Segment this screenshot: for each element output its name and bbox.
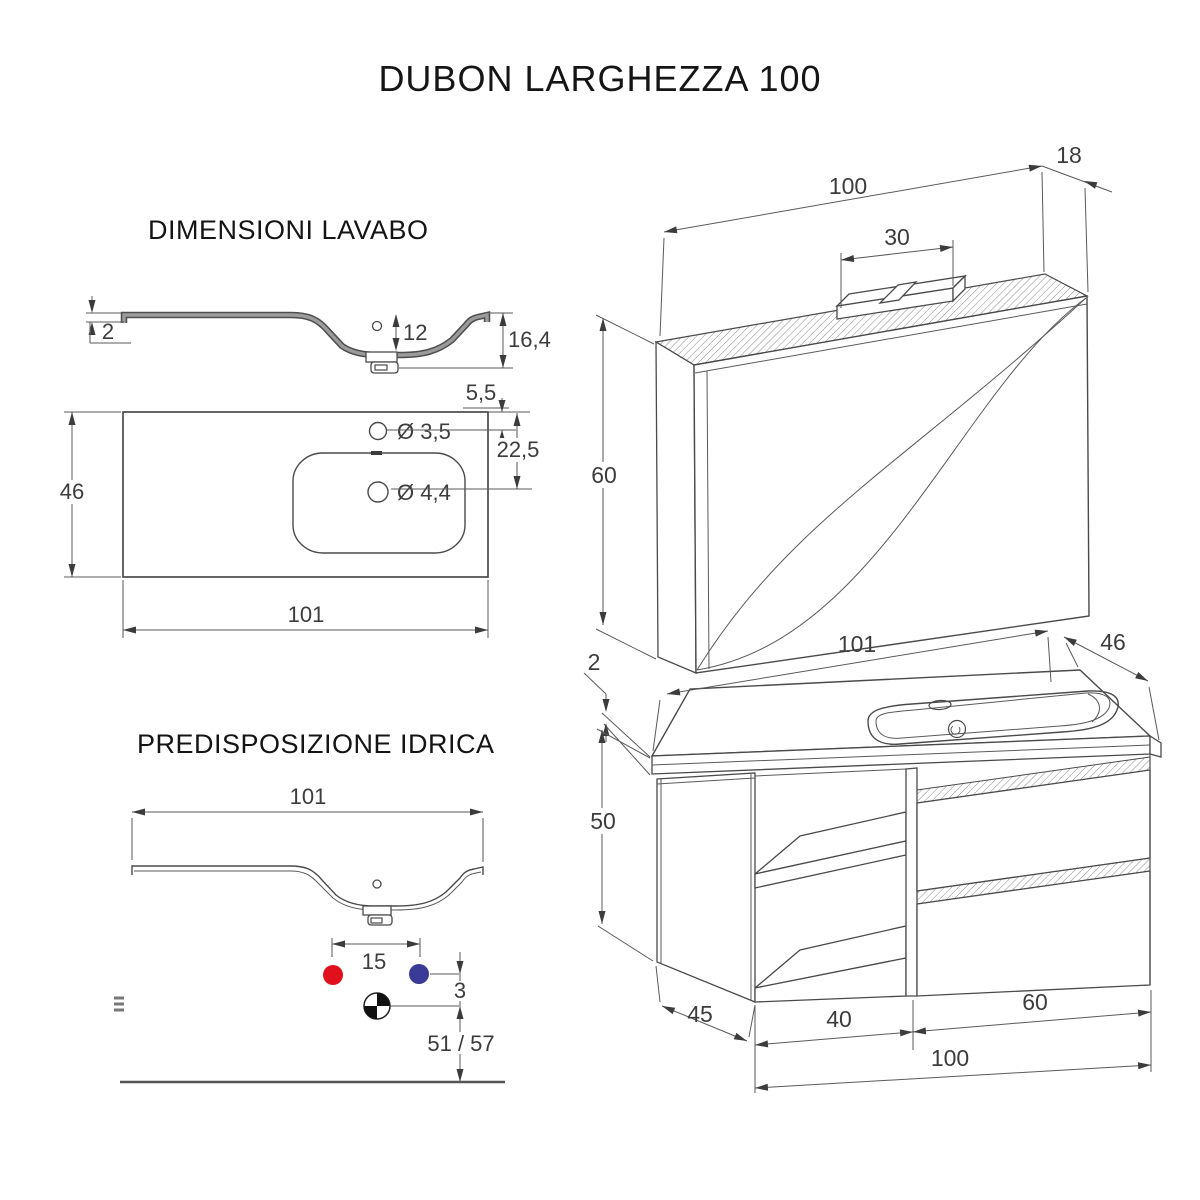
- dim-drawer-width: 60: [1022, 989, 1048, 1015]
- vanity-drain: [947, 719, 967, 739]
- light-bar-bracket: [878, 281, 918, 304]
- divider-panel: [905, 767, 918, 997]
- dim-plan-width: 101: [288, 602, 325, 627]
- overflow-hole: [371, 320, 383, 332]
- tap-hole: [368, 421, 388, 441]
- supply-drain-fitting: [362, 905, 392, 916]
- wall-mark: [114, 996, 124, 1012]
- dim-supply-width: 101: [290, 784, 327, 809]
- dim-profile-inner-depth: 12: [403, 320, 427, 345]
- dim-profile-total-depth: 16,4: [508, 327, 551, 352]
- overflow-notch: [371, 451, 382, 455]
- mirror-reflection-curve-2: [696, 297, 1087, 671]
- vanity-unit-drawing: 101 46 2 50 45: [583, 629, 1162, 1093]
- dim-vanity-top-thickness: 2: [588, 649, 601, 675]
- basin-plan-drawing: Ø 3,5 Ø 4,4 46 101 5,5 22,5: [55, 380, 542, 638]
- page-title: DUBON LARGHEZZA 100: [378, 58, 822, 99]
- dim-body-width: 100: [931, 1045, 969, 1071]
- heading-water-supply: PREDISPOSIZIONE IDRICA: [137, 729, 495, 759]
- water-supply-drawing: 101 15 3 51 / 57: [114, 784, 505, 1084]
- vanity-drain-swirl: [950, 725, 961, 735]
- vanity-tap-hole: [928, 699, 952, 711]
- dim-drain-offset: 22,5: [497, 437, 540, 462]
- label-drain-hole: Ø 4,4: [397, 480, 451, 505]
- drain-symbol-quadrant-ne: [377, 993, 390, 1006]
- mirror-cabinet-drawing: 100 18 30 60: [586, 142, 1113, 674]
- hot-water-point: [323, 965, 343, 985]
- left-side-panel: [656, 772, 756, 1003]
- dim-vanity-top-width: 101: [838, 631, 876, 657]
- drain-slot: [374, 364, 388, 371]
- dim-vanity-depth: 45: [687, 1001, 713, 1027]
- dim-drain-height: 51 / 57: [427, 1031, 494, 1056]
- supply-overflow-hole: [372, 879, 382, 889]
- dim-open-width: 40: [826, 1006, 852, 1032]
- basin-top-outline: [122, 411, 489, 578]
- dim-mirror-width: 100: [829, 173, 867, 199]
- bowl-reflection: [1087, 693, 1100, 723]
- dim-vanity-top-depth: 46: [1100, 629, 1126, 655]
- basin-profile-drawing: 2 12 16,4: [86, 296, 551, 374]
- bowl-rim-outer: [867, 690, 1119, 745]
- dim-profile-thickness: 2: [102, 319, 114, 344]
- dim-plan-depth: 46: [60, 479, 84, 504]
- label-tap-hole: Ø 3,5: [397, 419, 451, 444]
- dim-light-width: 30: [884, 224, 910, 250]
- dim-hole-spacing: 15: [362, 949, 386, 974]
- dim-mirror-height: 60: [591, 462, 617, 488]
- supply-basin-outline: [131, 865, 484, 907]
- drain-fitting: [365, 351, 398, 363]
- basin-profile-fill: [122, 312, 489, 357]
- drain-hole: [367, 481, 389, 503]
- heading-basin-dimensions: DIMENSIONI LAVABO: [148, 215, 429, 245]
- mirror-reflection-curve-1: [696, 297, 1087, 671]
- countertop-end: [1149, 734, 1162, 758]
- mirror-door: [693, 295, 1090, 674]
- bowl-rim-inner: [875, 692, 1111, 739]
- supply-basin-inner-line: [134, 870, 482, 911]
- dim-vanity-height: 50: [590, 808, 616, 834]
- drain-symbol-quadrant-sw: [364, 1006, 377, 1019]
- dim-mirror-depth: 18: [1056, 142, 1082, 168]
- dim-drain-drop: 3: [454, 978, 466, 1003]
- dim-tap-offset: 5,5: [466, 380, 497, 405]
- cold-water-point: [409, 964, 429, 984]
- supply-drain-slot: [370, 917, 383, 924]
- light-bar-end: [952, 274, 966, 303]
